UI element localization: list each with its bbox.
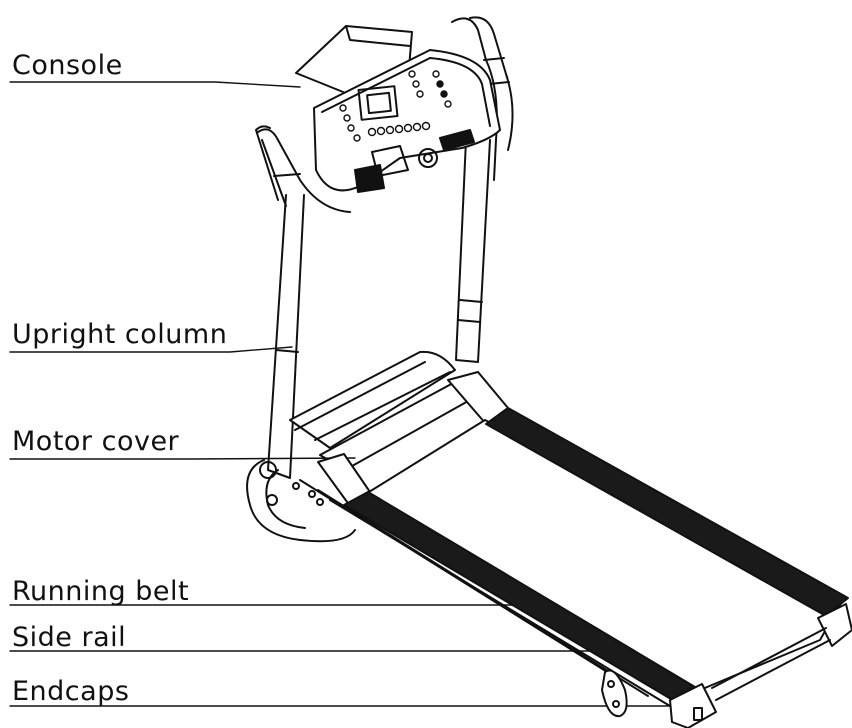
lcd-display-icon <box>357 85 399 121</box>
treadmill-deck <box>289 350 852 728</box>
motor-cover-shape <box>289 350 456 449</box>
running-belt-label: Running belt <box>12 576 190 607</box>
upright-column-label: Upright column <box>12 319 228 350</box>
motor-cover-label: Motor cover <box>12 426 180 457</box>
console-leader-line <box>9 81 301 88</box>
console <box>295 25 501 193</box>
circle-button-icons <box>339 70 452 142</box>
endcaps-label: Endcaps <box>12 676 130 707</box>
console-label: Console <box>12 50 123 81</box>
motor-cover-leader-line <box>9 457 356 460</box>
upright-column-leader-line <box>9 346 293 353</box>
left-upright-column <box>246 125 356 543</box>
side-rail-label: Side rail <box>12 622 127 653</box>
right-side-rail-shape <box>485 407 849 617</box>
right-endcap-shape <box>817 603 852 647</box>
